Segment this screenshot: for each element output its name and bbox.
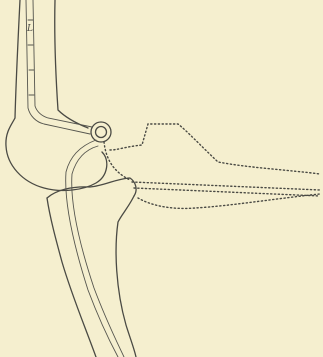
lower-bone-top [47,178,136,198]
lower-brace-rail-left [66,140,118,357]
ghost-bone-lower-outline [138,194,320,208]
lower-bone-left-edge [47,198,96,357]
figure-label: L [27,24,33,34]
lower-bone-right-edge [116,196,136,357]
ghost-bone-upper-outline [110,124,320,174]
upper-bone-right-edge [55,0,88,128]
upper-bone-outline [6,0,107,190]
upper-brace-rail-left [26,0,90,134]
upper-brace-rail-right [33,0,92,127]
hinge-inner [96,127,107,138]
hinge-outer [91,122,111,142]
